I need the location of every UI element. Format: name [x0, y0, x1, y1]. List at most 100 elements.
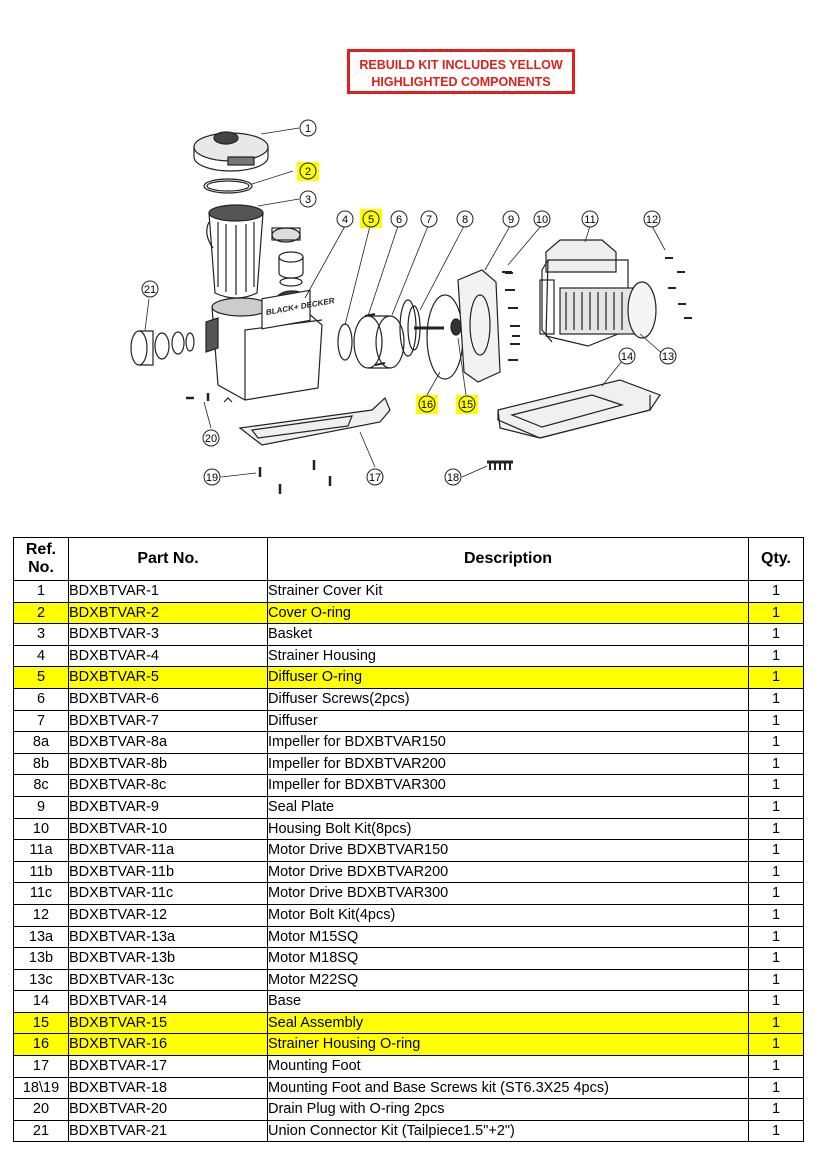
cell-ref: 9	[13, 795, 69, 819]
cell-ref: 14	[13, 990, 69, 1013]
cell-description: Diffuser Screws(2pcs)	[267, 687, 749, 711]
cell-qty: 1	[748, 882, 804, 905]
cell-ref: 11b	[13, 860, 69, 884]
cell-ref: 11c	[13, 882, 69, 905]
cell-qty: 1	[748, 752, 804, 776]
cell-ref: 8c	[13, 774, 69, 797]
cell-part-no: BDXBTVAR-10	[68, 817, 268, 841]
cell-ref: 13c	[13, 968, 69, 992]
cell-part-no: BDXBTVAR-20	[68, 1098, 268, 1121]
union-connector-part	[130, 330, 195, 366]
strainer-cover-part	[193, 131, 269, 172]
svg-text:6: 6	[396, 214, 402, 226]
svg-text:11: 11	[584, 214, 595, 226]
svg-text:7: 7	[426, 214, 432, 226]
notice-line-2: HIGHLIGHTED COMPONENTS	[371, 75, 551, 89]
cell-description: Motor M22SQ	[267, 968, 749, 992]
cell-part-no: BDXBTVAR-13a	[68, 925, 268, 949]
cell-qty: 1	[748, 1076, 804, 1100]
cell-part-no: BDXBTVAR-4	[68, 644, 268, 668]
header-part-no: Part No.	[68, 537, 268, 581]
cell-ref: 7	[13, 709, 69, 733]
svg-text:19: 19	[206, 472, 218, 484]
cell-part-no: BDXBTVAR-11a	[68, 839, 268, 862]
svg-text:18: 18	[447, 472, 459, 484]
motor-part	[539, 239, 657, 347]
diffuser-part	[353, 315, 405, 369]
svg-text:3: 3	[305, 194, 311, 206]
svg-text:14: 14	[621, 351, 633, 363]
cell-qty: 1	[748, 580, 804, 603]
basket-part	[206, 204, 264, 299]
cell-description: Seal Assembly	[267, 1011, 749, 1035]
cell-qty: 1	[748, 644, 804, 668]
cell-description: Basket	[267, 623, 749, 646]
callout-16: 16	[416, 395, 438, 414]
cell-ref: 21	[13, 1119, 69, 1143]
cell-description: Drain Plug with O-ring 2pcs	[267, 1098, 749, 1121]
cell-qty: 1	[748, 903, 804, 927]
notice-line-1: REBUILD KIT INCLUDES YELLOW	[359, 58, 563, 72]
cell-qty: 1	[748, 795, 804, 819]
cell-qty: 1	[748, 774, 804, 797]
base-part	[497, 379, 661, 439]
callout-11: 11	[581, 210, 599, 228]
callout-15: 15	[456, 395, 478, 414]
housing-bolts-part	[502, 271, 520, 361]
svg-text:16: 16	[421, 399, 433, 411]
cell-ref: 13b	[13, 947, 69, 970]
callout-18: 18	[444, 468, 462, 486]
cell-description: Motor Drive BDXBTVAR150	[267, 839, 749, 862]
cell-description: Strainer Housing O-ring	[267, 1033, 749, 1057]
cell-description: Strainer Housing	[267, 644, 749, 668]
cell-part-no: BDXBTVAR-8c	[68, 774, 268, 797]
mounting-foot-part	[238, 396, 391, 446]
cell-description: Housing Bolt Kit(8pcs)	[267, 817, 749, 841]
cell-ref: 11a	[13, 839, 69, 862]
cell-part-no: BDXBTVAR-14	[68, 990, 268, 1013]
cell-qty: 1	[748, 968, 804, 992]
leader-lines	[144, 127, 666, 478]
cell-ref: 10	[13, 817, 69, 841]
cell-description: Impeller for BDXBTVAR300	[267, 774, 749, 797]
cell-qty: 1	[748, 860, 804, 884]
callout-2: 2	[297, 162, 319, 181]
svg-text:21: 21	[144, 284, 156, 296]
rebuild-kit-notice: REBUILD KIT INCLUDES YELLOW HIGHLIGHTED …	[347, 49, 575, 94]
callout-6: 6	[390, 210, 408, 228]
svg-text:9: 9	[508, 214, 514, 226]
svg-text:8: 8	[462, 214, 468, 226]
cell-qty: 1	[748, 839, 804, 862]
cell-qty: 1	[748, 623, 804, 646]
cell-ref: 3	[13, 623, 69, 646]
cell-qty: 1	[748, 709, 804, 733]
cell-ref: 8a	[13, 731, 69, 754]
cell-part-no: BDXBTVAR-3	[68, 623, 268, 646]
callout-8: 8	[456, 210, 474, 228]
cell-ref: 17	[13, 1055, 69, 1078]
cell-part-no: BDXBTVAR-15	[68, 1011, 268, 1035]
cell-part-no: BDXBTVAR-13c	[68, 968, 268, 992]
header-qty: Qty.	[748, 537, 804, 581]
callout-1: 1	[299, 119, 317, 137]
cell-qty: 1	[748, 1098, 804, 1121]
svg-text:4: 4	[342, 214, 348, 226]
svg-text:15: 15	[461, 399, 473, 411]
callout-20: 20	[202, 429, 220, 447]
cell-description: Motor Drive BDXBTVAR300	[267, 882, 749, 905]
